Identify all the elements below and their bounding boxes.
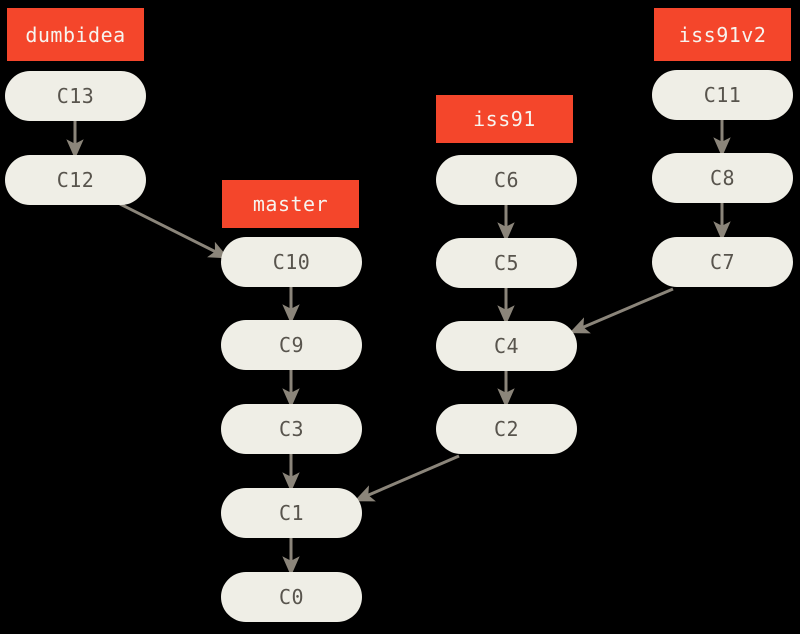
branch-tag-master[interactable]: master [222, 180, 359, 228]
commit-node-label: C8 [709, 166, 736, 190]
commit-node-c9[interactable]: C9 [221, 320, 362, 370]
branch-tag-iss91[interactable]: iss91 [436, 95, 573, 143]
commit-edge-c7-to-c4 [569, 287, 674, 334]
commit-node-label: C9 [278, 333, 305, 357]
commit-node-label: C5 [493, 251, 520, 275]
commit-node-c10[interactable]: C10 [221, 237, 362, 287]
commit-node-label: C6 [493, 168, 520, 192]
commit-node-c6[interactable]: C6 [436, 155, 577, 205]
commit-node-label: C3 [278, 417, 305, 441]
commit-node-c7[interactable]: C7 [652, 237, 793, 287]
branch-tag-iss91v2[interactable]: iss91v2 [654, 8, 791, 61]
commit-node-label: C12 [56, 168, 95, 192]
branch-tag-label: dumbidea [25, 22, 126, 47]
commit-node-label: C4 [493, 334, 520, 358]
commit-node-c11[interactable]: C11 [652, 70, 793, 120]
commit-node-label: C2 [493, 417, 520, 441]
commit-node-label: C1 [278, 501, 305, 525]
commit-node-c0[interactable]: C0 [221, 572, 362, 622]
commit-node-c1[interactable]: C1 [221, 488, 362, 538]
commit-node-c2[interactable]: C2 [436, 404, 577, 454]
branch-tag-label: iss91 [473, 107, 536, 131]
commit-node-c13[interactable]: C13 [5, 71, 146, 121]
branch-tag-dumbidea[interactable]: dumbidea [7, 8, 144, 61]
branch-tag-label: master [252, 192, 329, 216]
branch-tag-label: iss91v2 [678, 22, 767, 47]
commit-node-label: C13 [56, 84, 95, 108]
commit-node-label: C0 [278, 585, 305, 609]
commit-node-c8[interactable]: C8 [652, 153, 793, 203]
commit-node-c12[interactable]: C12 [5, 155, 146, 205]
commit-node-label: C11 [703, 83, 742, 107]
commit-node-label: C7 [709, 250, 736, 274]
commit-node-c5[interactable]: C5 [436, 238, 577, 288]
edges-group [66, 120, 731, 577]
commit-edge-c2-to-c1 [354, 454, 460, 502]
commit-node-c3[interactable]: C3 [221, 404, 362, 454]
commit-node-label: C10 [272, 250, 311, 274]
commit-node-c4[interactable]: C4 [436, 321, 577, 371]
commit-edge-c12-to-c10 [119, 202, 229, 259]
